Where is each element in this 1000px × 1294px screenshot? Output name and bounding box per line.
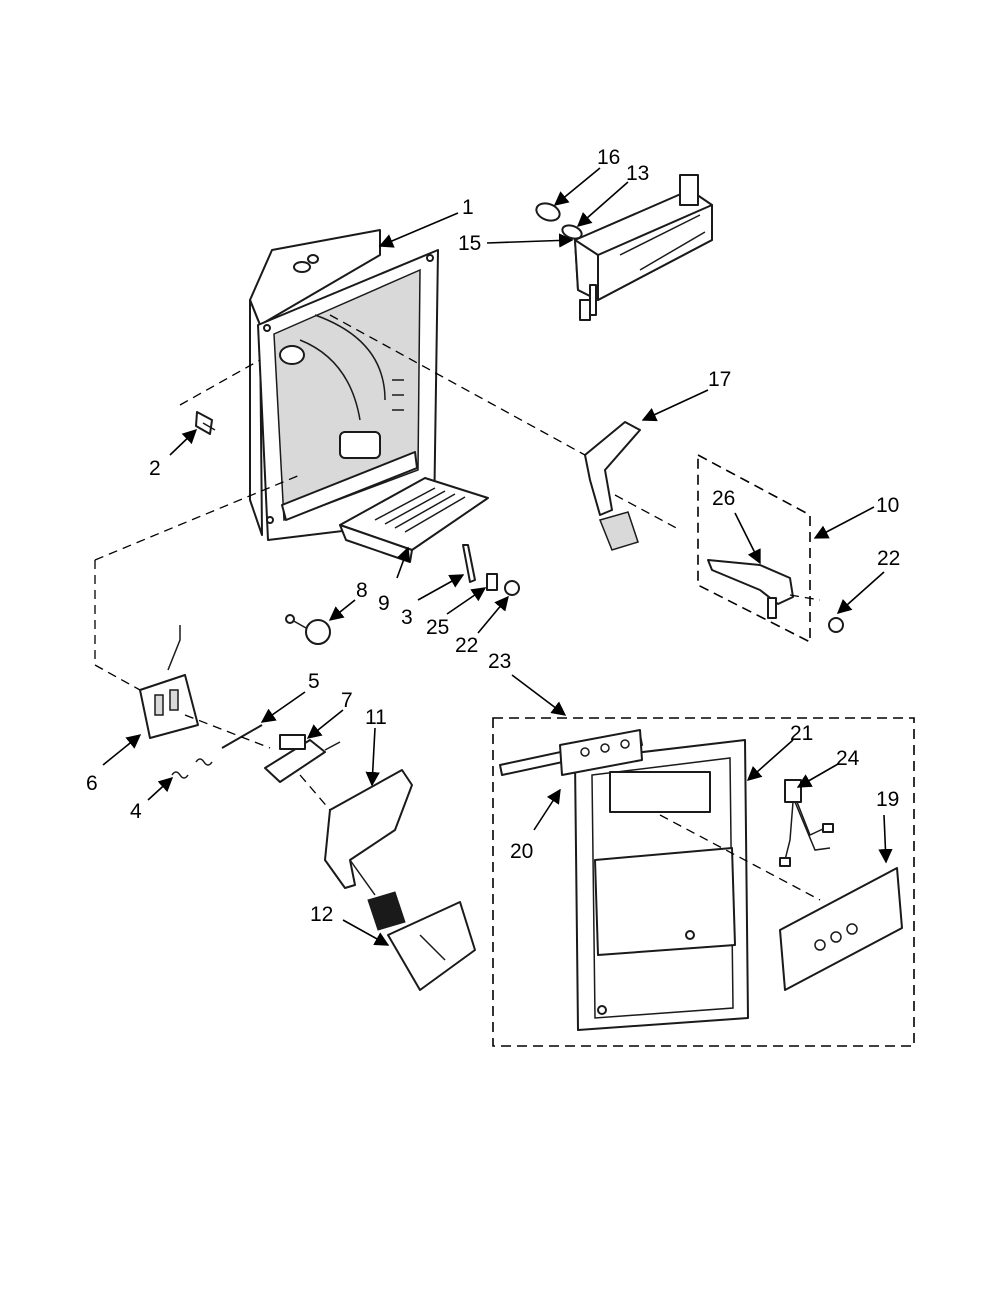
callout-16: 16 (597, 146, 620, 169)
solenoid-part-8 (285, 614, 331, 645)
ice-door-part-7 (264, 734, 341, 783)
callout-22-right: 22 (877, 547, 900, 570)
callout-23: 23 (488, 650, 511, 673)
callout-21: 21 (790, 722, 813, 745)
water-pad-part-26 (707, 559, 794, 619)
ice-chute-part-12 (387, 901, 476, 991)
wire-harness-part-24 (779, 779, 834, 867)
screw-part-22-right (828, 617, 844, 633)
callout-10: 10 (876, 494, 899, 517)
assembly-guide-lines (94, 314, 821, 901)
callout-20: 20 (510, 840, 533, 863)
callout-4: 4 (130, 800, 142, 823)
water-lever-arm-part-17 (584, 421, 641, 551)
callout-13: 13 (626, 162, 649, 185)
control-panel-overlay-part-19 (779, 867, 903, 991)
callout-17: 17 (708, 368, 731, 391)
lever-kit-box-part-10 (697, 453, 811, 644)
callout-24: 24 (836, 747, 860, 770)
dispenser-housing-part-1 (249, 229, 439, 541)
leader-arrows (102, 167, 893, 946)
switch-part-3 (462, 544, 476, 583)
dispenser-front-panel-part-21 (574, 739, 749, 1031)
callout-5: 5 (308, 670, 320, 693)
screw-part-22-upper (504, 580, 520, 596)
callout-11: 11 (365, 706, 387, 729)
callout-26: 26 (712, 487, 735, 510)
clip-part-25 (486, 573, 498, 591)
callout-8: 8 (356, 579, 368, 602)
callout-22-upper: 22 (455, 634, 478, 657)
callout-9: 9 (378, 592, 390, 615)
callout-1: 1 (462, 196, 474, 219)
callout-3: 3 (401, 606, 413, 629)
callout-7: 7 (341, 689, 353, 712)
callout-25: 25 (426, 616, 449, 639)
dispenser-front-box-part-23 (492, 717, 915, 1047)
bushing-part-13 (561, 224, 583, 240)
callout-15: 15 (458, 232, 481, 255)
cap-part-16 (535, 202, 561, 222)
callout-6: 6 (86, 772, 98, 795)
bracket-part-20 (499, 729, 643, 776)
ice-maker-motor-assembly-part-15 (574, 174, 713, 321)
screw-part-2 (195, 411, 216, 435)
callout-2: 2 (149, 457, 161, 480)
ice-chute-grille-part-9 (339, 477, 489, 563)
callout-12: 12 (310, 903, 333, 926)
module-part-6 (139, 625, 199, 739)
spring-part-4 (171, 758, 213, 779)
ice-lever-part-11 (324, 769, 413, 931)
callout-labels: 1 2 16 13 15 17 26 10 22 9 3 25 22 8 23 … (86, 146, 900, 926)
callout-19: 19 (876, 788, 899, 811)
